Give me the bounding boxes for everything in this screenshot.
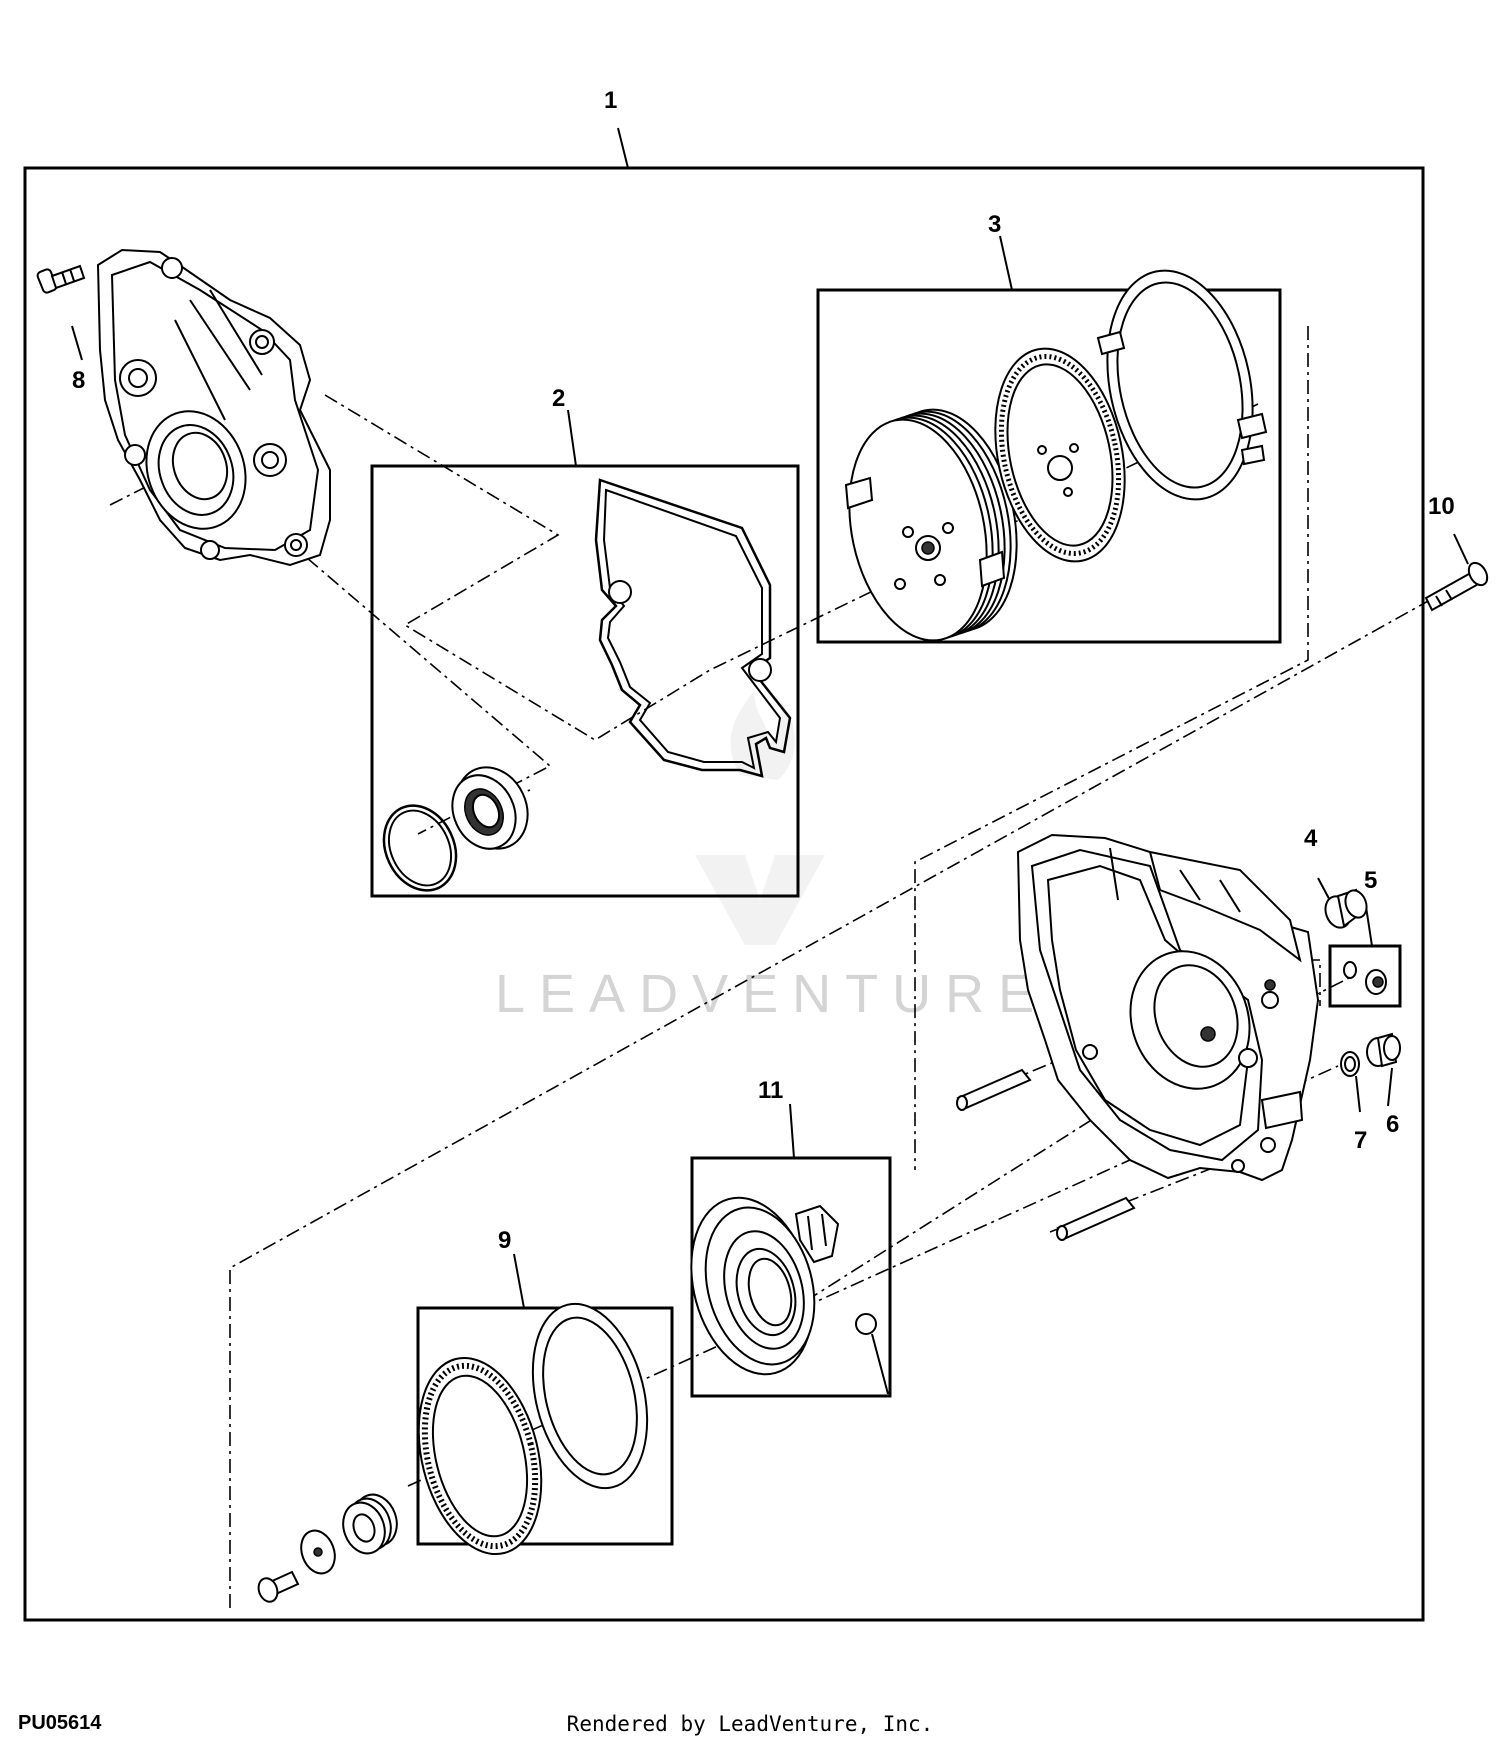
gasket-part-2 bbox=[594, 478, 792, 778]
render-credit: Rendered by LeadVenture, Inc. bbox=[566, 1712, 934, 1736]
seal-part bbox=[451, 766, 529, 850]
clutch-disc-pack bbox=[844, 408, 1018, 642]
callout-1: 1 bbox=[604, 87, 617, 114]
callout-9: 9 bbox=[498, 1227, 511, 1254]
kit-box-3 bbox=[816, 288, 1282, 644]
callout-11: 11 bbox=[758, 1077, 783, 1104]
dowel-pin-upper bbox=[956, 1068, 1032, 1111]
bolt-part-8 bbox=[36, 264, 86, 294]
fitting-part-5 bbox=[1343, 961, 1387, 995]
callout-2: 2 bbox=[552, 385, 565, 412]
leader-7 bbox=[1355, 1075, 1361, 1113]
plug-part-4 bbox=[1324, 888, 1368, 929]
needle-thrust-bearing bbox=[417, 1356, 543, 1556]
cover-housing bbox=[96, 248, 331, 567]
leader-9 bbox=[513, 1253, 525, 1309]
pin-part-10 bbox=[1424, 561, 1489, 612]
leader-10 bbox=[1453, 533, 1469, 565]
leader-11 bbox=[789, 1103, 795, 1159]
kit-box-2 bbox=[370, 464, 800, 898]
figure-id: PU05614 bbox=[18, 1712, 102, 1734]
o-ring-part bbox=[382, 804, 458, 892]
main-frame bbox=[23, 166, 1425, 1622]
cap-screw bbox=[257, 1570, 300, 1603]
leader-6 bbox=[1387, 1067, 1393, 1107]
coil-spring bbox=[342, 1493, 398, 1555]
leader-2 bbox=[567, 409, 577, 467]
steel-plate bbox=[1096, 269, 1268, 501]
leader-1 bbox=[617, 127, 629, 169]
flat-washer bbox=[300, 1529, 336, 1575]
callout-7: 7 bbox=[1354, 1127, 1367, 1154]
callout-10: 10 bbox=[1428, 493, 1455, 520]
callout-5: 5 bbox=[1364, 867, 1377, 894]
plug-part-6 bbox=[1366, 1032, 1401, 1068]
thrust-washer bbox=[531, 1302, 649, 1490]
callout-4: 4 bbox=[1304, 825, 1318, 852]
watermark-text: LEADVENTURE bbox=[495, 964, 1048, 1024]
washer-part-7 bbox=[1340, 1051, 1360, 1077]
kit-box-5 bbox=[1328, 944, 1402, 1008]
friction-disc bbox=[994, 347, 1126, 563]
leader-8 bbox=[71, 325, 83, 361]
bearing-housing-part-11 bbox=[690, 1196, 889, 1395]
callout-8: 8 bbox=[72, 367, 85, 394]
callout-6: 6 bbox=[1386, 1111, 1399, 1138]
transmission-case bbox=[1016, 833, 1320, 1182]
watermark-logo bbox=[695, 690, 825, 945]
dowel-pin-lower bbox=[1056, 1196, 1136, 1241]
leader-3 bbox=[999, 235, 1013, 291]
callout-3: 3 bbox=[988, 211, 1001, 238]
